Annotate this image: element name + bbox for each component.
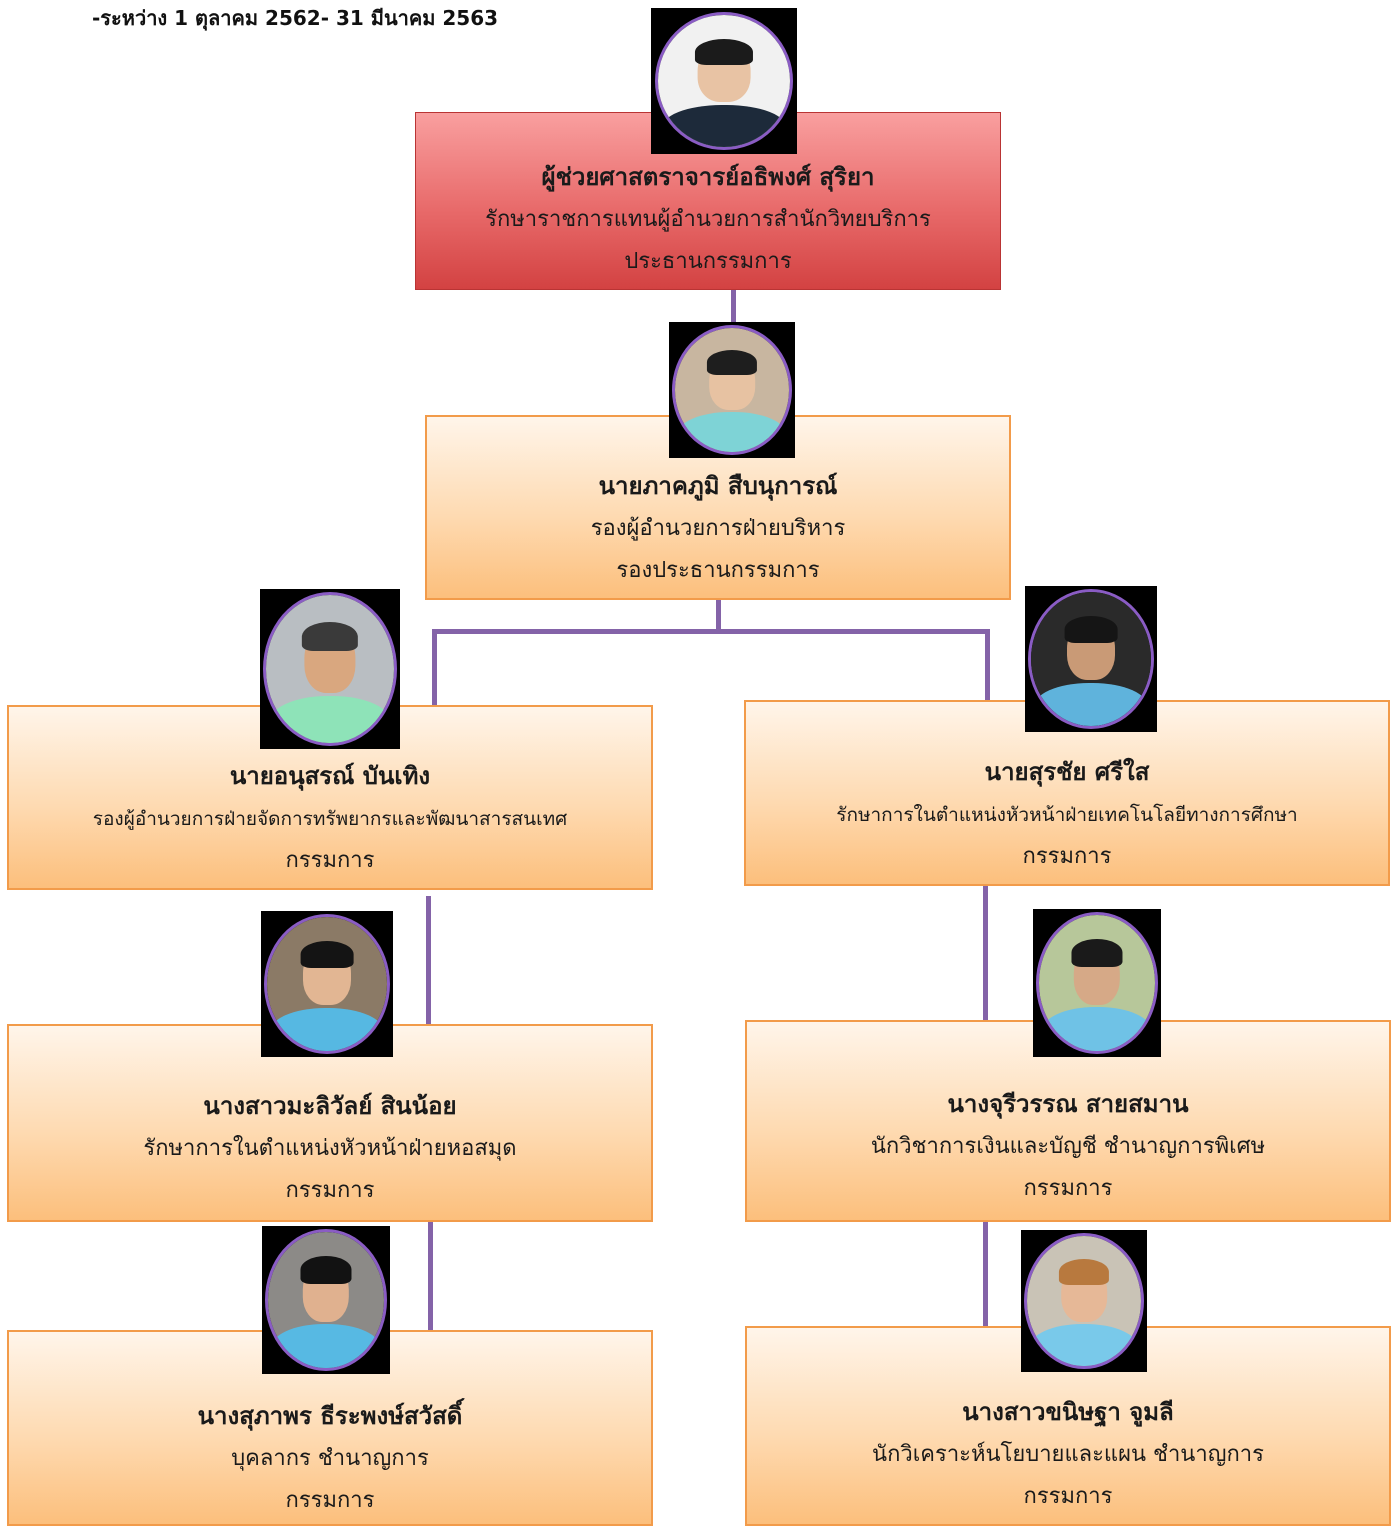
node-name: นายอนุสรณ์ บันเทิง [229, 762, 431, 790]
node-position: รักษาการในตำแหน่งหัวหน้าฝ่ายเทคโนโลยีทาง… [836, 804, 1298, 826]
node-position: นักวิเคราะห์นโยบายและแผน ชำนาญการ [872, 1442, 1264, 1467]
node-name: นางสาวมะลิวัลย์ สินน้อย [203, 1092, 457, 1120]
node-name: นางสุภาพร ธีระพงษ์สวัสดิ์ [197, 1402, 463, 1430]
node-committee-role: รองประธานกรรมการ [616, 558, 820, 583]
node-committee-role: ประธานกรรมการ [624, 249, 792, 274]
node-committee-role: กรรมการ [1023, 1176, 1113, 1201]
portrait-photo-left1 [260, 589, 400, 749]
node-position: รักษาราชการแทนผู้อำนวยการสำนักวิทยบริการ [485, 207, 931, 232]
node-committee-role: กรรมการ [285, 1488, 375, 1513]
connector-right1-right2 [983, 886, 988, 1022]
node-committee-role: กรรมการ [1022, 844, 1112, 869]
node-committee-role: กรรมการ [285, 848, 375, 873]
node-name: นางสาวขนิษฐา จูมลี [962, 1398, 1174, 1426]
portrait-photo-vice [669, 322, 795, 458]
connector-horizontal-branch [432, 629, 990, 634]
node-name: นายสุรชัย ศรีใส [984, 758, 1150, 786]
node-name: ผู้ช่วยศาสตราจารย์อธิพงศ์ สุริยา [541, 163, 875, 191]
node-committee-role: กรรมการ [285, 1178, 375, 1203]
portrait-photo-left3 [262, 1226, 390, 1374]
node-name: นางจุรีวรรณ สายสมาน [947, 1090, 1189, 1118]
portrait-photo-right3 [1021, 1230, 1147, 1372]
portrait-photo-right1 [1025, 586, 1157, 732]
org-node-left3: นางสุภาพร ธีระพงษ์สวัสดิ์ บุคลากร ชำนาญก… [7, 1330, 653, 1526]
connector-branch-left [432, 629, 437, 705]
node-position: บุคลากร ชำนาญการ [231, 1446, 429, 1471]
node-position: รองผู้อำนวยการฝ่ายจัดการทรัพยากรและพัฒนา… [92, 808, 568, 830]
connector-left2-left3 [428, 1222, 433, 1332]
connector-branch-right [985, 629, 990, 701]
node-position: รองผู้อำนวยการฝ่ายบริหาร [590, 516, 846, 541]
connector-chief-vice [731, 290, 736, 326]
org-node-chief: ผู้ช่วยศาสตราจารย์อธิพงศ์ สุริยา รักษารา… [415, 112, 1001, 290]
date-range-text: -ระหว่าง 1 ตุลาคม 2562- 31 มีนาคม 2563 [92, 6, 499, 30]
portrait-photo-left2 [261, 911, 393, 1057]
org-node-left2: นางสาวมะลิวัลย์ สินน้อย รักษาการในตำแหน่… [7, 1024, 653, 1222]
node-position: นักวิชาการเงินและบัญชี ชำนาญการพิเศษ [870, 1134, 1266, 1159]
node-committee-role: กรรมการ [1023, 1484, 1113, 1509]
node-name: นายภาคภูมิ สืบนุการณ์ [598, 472, 838, 500]
portrait-photo-chief [651, 8, 797, 154]
connector-left1-left2 [426, 896, 431, 1026]
node-position: รักษาการในตำแหน่งหัวหน้าฝ่ายหอสมุด [143, 1136, 517, 1161]
connector-vice-stem [716, 600, 721, 633]
connector-right2-right3 [983, 1222, 988, 1328]
portrait-photo-right2 [1033, 909, 1161, 1057]
